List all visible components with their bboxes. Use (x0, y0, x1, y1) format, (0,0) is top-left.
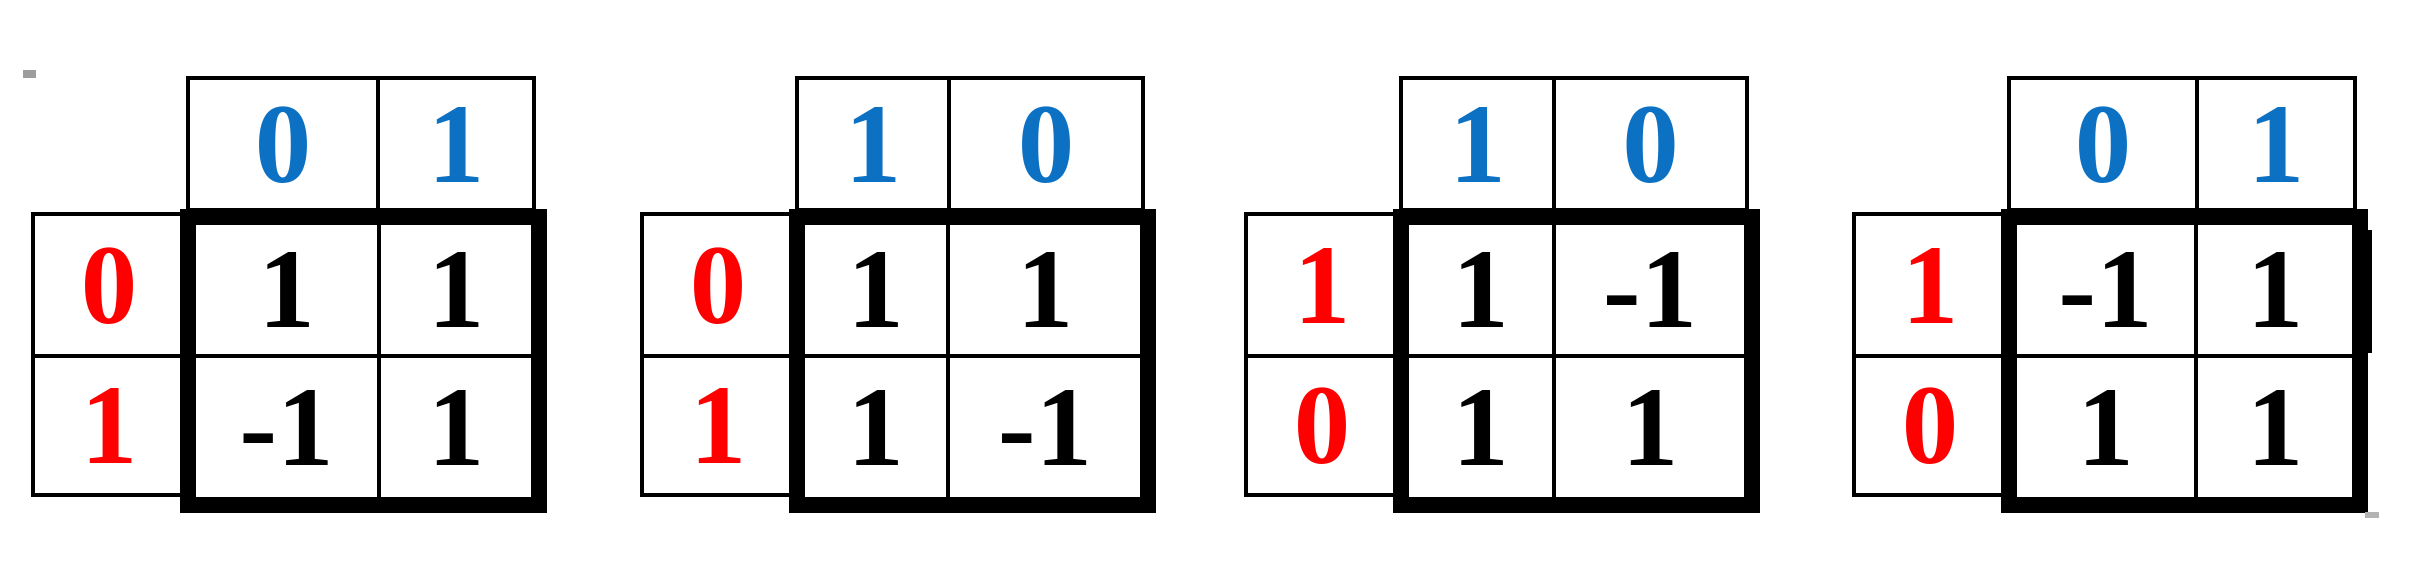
value-row: 1 1 (2017, 358, 2352, 497)
column-header-row: 1 0 (795, 76, 1145, 212)
column-header-cell: 1 (2247, 81, 2305, 207)
column-header-cell: 0 (2011, 80, 2199, 208)
row-header-cell: 0 (1901, 363, 1959, 488)
row-header-column: 0 1 (640, 212, 796, 497)
stray-vertical-line (2368, 230, 2372, 353)
value-row: 1 1 (196, 225, 531, 358)
column-header-row: 0 1 (2007, 76, 2357, 212)
column-header-cell: 0 (1622, 81, 1679, 207)
column-header-cell: 0 (190, 80, 380, 208)
payoff-table-4: 0 1 1 0 -1 1 1 1 (1852, 0, 2402, 567)
value-grid: 1 1 1 -1 (789, 209, 1156, 513)
value-row: 1 -1 (1409, 225, 1744, 358)
column-header-cell: 0 (1017, 81, 1075, 207)
value-cell: 1 (950, 225, 1140, 358)
row-header-cell: 1 (1248, 216, 1396, 358)
value-cell: 1 (805, 225, 950, 358)
column-header-cell: 1 (427, 81, 485, 207)
value-cell: 1 (805, 358, 950, 497)
payoff-table-1: 0 1 0 1 1 1 -1 1 (31, 0, 581, 567)
value-cell: -1 (997, 365, 1093, 490)
row-header-column: 1 0 (1244, 212, 1400, 497)
value-row: 1 1 (1409, 358, 1744, 497)
value-cell: -1 (2017, 225, 2198, 358)
value-row: 1 1 (805, 225, 1140, 358)
payoff-table-3: 1 0 1 0 1 -1 1 1 (1244, 0, 1794, 567)
row-header-cell: 0 (35, 216, 183, 358)
value-cell: -1 (196, 358, 381, 497)
value-cell: 1 (2017, 358, 2198, 497)
row-header-cell: 0 (644, 216, 792, 358)
value-cell: 1 (1409, 358, 1556, 497)
value-cell: 1 (1621, 365, 1679, 490)
column-header-cell: 1 (1403, 80, 1556, 208)
row-header-cell: 1 (80, 363, 138, 488)
value-cell: 1 (427, 365, 485, 490)
value-cell: 1 (196, 225, 381, 358)
column-header-row: 0 1 (186, 76, 536, 212)
value-grid: -1 1 1 1 (2001, 209, 2368, 513)
value-row: 1 -1 (805, 358, 1140, 497)
value-cell: -1 (1556, 225, 1744, 358)
row-header-column: 1 0 (1852, 212, 2008, 497)
stray-smudge-bottom-right (2365, 512, 2379, 518)
value-grid: 1 -1 1 1 (1393, 209, 1760, 513)
value-cell: 1 (2198, 225, 2352, 358)
value-row: -1 1 (196, 358, 531, 497)
row-header-cell: 1 (689, 363, 747, 488)
row-header-column: 0 1 (31, 212, 187, 497)
value-cell: 1 (2246, 365, 2304, 490)
row-header-cell: 0 (1293, 363, 1351, 488)
column-header-row: 1 0 (1399, 76, 1749, 212)
value-cell: 1 (1409, 225, 1556, 358)
stray-smudge-top-left (23, 70, 36, 78)
value-cell: 1 (381, 225, 531, 358)
value-grid: 1 1 -1 1 (180, 209, 547, 513)
payoff-table-2: 1 0 0 1 1 1 1 -1 (640, 0, 1190, 567)
value-row: -1 1 (2017, 225, 2352, 358)
row-header-cell: 1 (1856, 216, 2004, 358)
column-header-cell: 1 (799, 80, 951, 208)
